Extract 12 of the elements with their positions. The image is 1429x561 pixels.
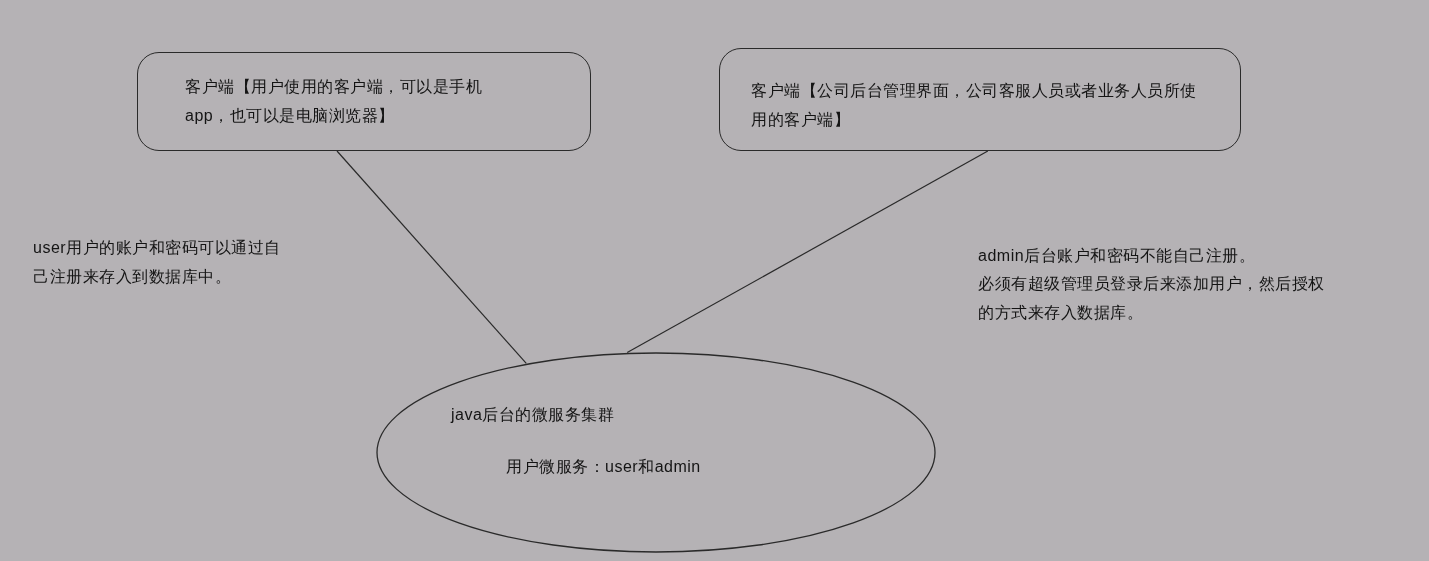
note-text: user用户的账户和密码可以通过自己注册来存入到数据库中。 xyxy=(33,238,282,287)
node-text: 客户端【公司后台管理界面，公司客服人员或者业务人员所使用的客户端】 xyxy=(751,81,1198,130)
node-text: 客户端【用户使用的客户端，可以是手机app，也可以是电脑浏览器】 xyxy=(185,77,483,126)
cluster-ellipse xyxy=(376,352,936,553)
note-text: admin后台账户和密码不能自己注册。 xyxy=(978,246,1257,266)
note-text: 必须有超级管理员登录后来添加用户，然后授权的方式来存入数据库。 xyxy=(978,274,1326,323)
node-text: 用户微服务：user和admin xyxy=(506,457,701,477)
client-box xyxy=(137,52,591,151)
connector-line xyxy=(336,150,527,365)
connector-line xyxy=(626,150,989,354)
client-box xyxy=(719,48,1241,151)
node-text: java后台的微服务集群 xyxy=(451,405,615,425)
